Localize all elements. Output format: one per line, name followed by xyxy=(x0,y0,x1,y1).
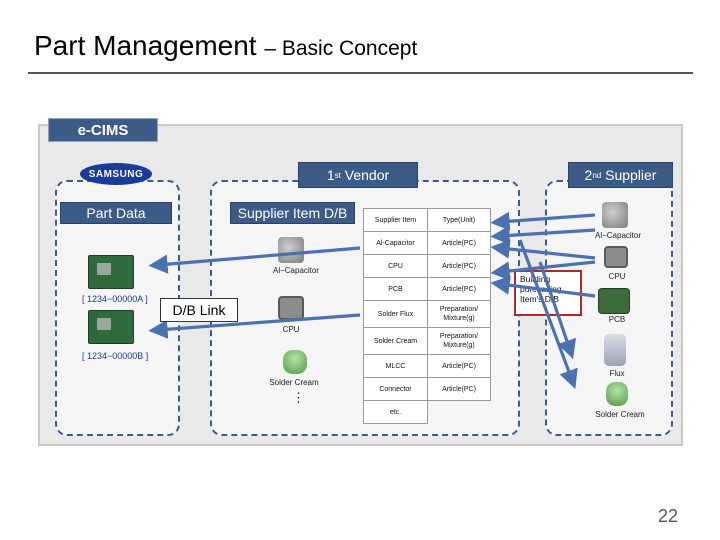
table-row: Al-Capacitor Article(PC) xyxy=(363,231,491,255)
arrow-supplier-4 xyxy=(490,260,596,281)
title-divider xyxy=(28,72,693,74)
table-cell: etc. xyxy=(363,400,428,424)
vendor-component-solder-cream: Solder Cream xyxy=(269,378,319,387)
table-cell: CPU xyxy=(363,254,428,278)
solder-cream-image xyxy=(283,350,307,374)
table-cell: Preparation/ Mixture(g) xyxy=(427,327,491,355)
vendor1-sup: st xyxy=(334,170,341,180)
pcb-board-image-b xyxy=(88,310,134,344)
table-header-cell: Supplier Item xyxy=(363,208,428,232)
arrow-supplier-2 xyxy=(490,225,596,245)
supplier-component-flux: Flux xyxy=(609,369,625,378)
vendor-component-capacitor: Al−Capacitor xyxy=(272,266,320,275)
supplier-component-pcb: PCB xyxy=(608,315,626,324)
table-cell: Article(PC) xyxy=(427,231,491,255)
part-data-label: Part Data xyxy=(60,202,172,224)
supplier-cpu-image xyxy=(604,246,628,268)
cpu-image xyxy=(278,296,304,320)
arrow-supplier-1 xyxy=(490,211,596,231)
part-number-a: [ 1234−00000A ] xyxy=(82,294,148,304)
ecims-tab: e-CIMS xyxy=(48,118,158,142)
table-row: Solder Cream Preparation/ Mixture(g) xyxy=(363,327,491,355)
capacitor-image xyxy=(278,237,304,263)
arrow-group xyxy=(148,211,596,389)
arrow-to-part-b xyxy=(148,313,361,339)
samsung-logo: SAMSUNG xyxy=(80,163,152,185)
supplier-capacitor-image xyxy=(602,202,628,228)
supplier-component-capacitor: Al−Capacitor xyxy=(594,231,642,240)
vendor-component-cpu: CPU xyxy=(282,325,300,334)
supplier-item-table: Supplier Item Type(Unit) Al-Capacitor Ar… xyxy=(363,208,491,424)
table-cell: Solder Flux xyxy=(363,300,428,328)
table-row: CPU Article(PC) xyxy=(363,254,491,278)
supplier-item-db-label: Supplier Item D/B xyxy=(230,202,355,224)
title-sub: – Basic Concept xyxy=(264,37,418,60)
title-main: Part Management xyxy=(34,30,257,61)
arrow-supplier-6 xyxy=(538,261,576,360)
arrow-supplier-3 xyxy=(490,239,596,260)
page-number: 22 xyxy=(657,506,678,526)
db-link-label: D/B Link xyxy=(160,298,238,322)
vendor2-num: 2 xyxy=(584,167,593,183)
table-cell: Al-Capacitor xyxy=(363,231,428,255)
vendor2-text: Supplier xyxy=(601,167,657,183)
supplier-flux-image xyxy=(604,334,626,366)
table-cell: Article(PC) xyxy=(427,377,491,401)
supplier-component-solder-cream: Solder Cream xyxy=(595,410,645,419)
vendor1-text: Vendor xyxy=(340,167,390,183)
vendor2-sup: nd xyxy=(592,170,602,180)
table-cell: Article(PC) xyxy=(427,354,491,378)
table-row: Connector Article(PC) xyxy=(363,377,491,401)
vendor1-num: 1 xyxy=(326,167,335,183)
table-cell: Article(PC) xyxy=(427,254,491,278)
arrow-to-part-a xyxy=(148,246,361,274)
part-number-b: [ 1234−00000B ] xyxy=(82,351,149,361)
supplier-solder-cream-image xyxy=(606,382,628,406)
table-cell: Article(PC) xyxy=(427,277,491,301)
supplier-pcb-image xyxy=(598,288,630,314)
pcb-board-image-a xyxy=(88,255,134,289)
supplier-component-cpu: CPU xyxy=(608,272,626,281)
slide-title: Part Management – Basic Concept xyxy=(34,30,417,62)
table-row: etc. xyxy=(363,400,491,424)
arrow-supplier-7 xyxy=(518,239,578,389)
arrow-supplier-5 xyxy=(490,275,596,298)
